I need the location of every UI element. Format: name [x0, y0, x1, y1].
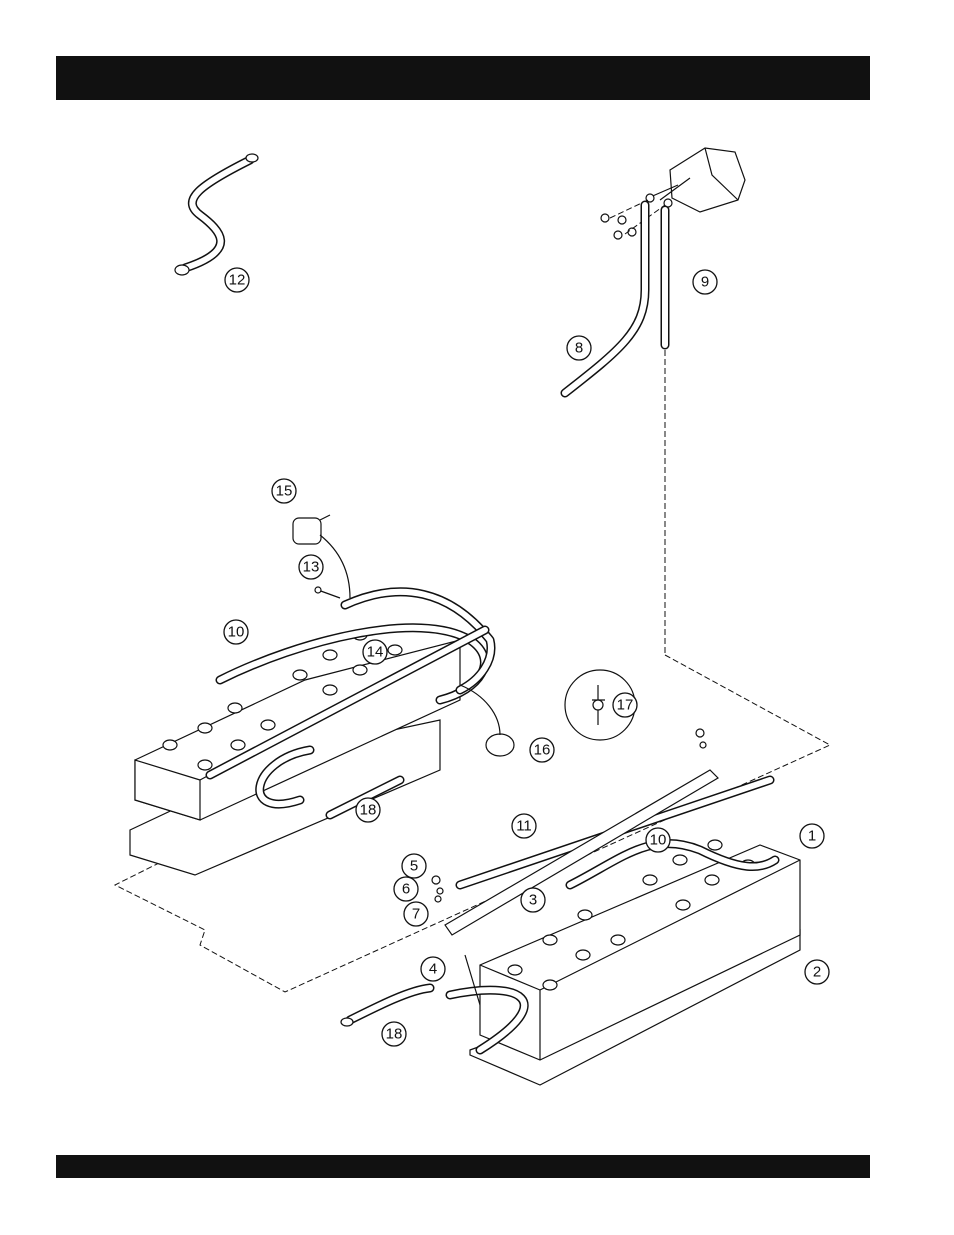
svg-text:10: 10 [228, 624, 245, 641]
svg-text:8: 8 [575, 340, 583, 357]
bolt-part-13 [315, 587, 340, 598]
svg-text:14: 14 [367, 644, 384, 661]
callout-4: 4 [421, 957, 445, 981]
cable-part-18-right [341, 988, 430, 1026]
callout-13: 13 [299, 555, 323, 579]
footer-bar [56, 1155, 870, 1178]
right-battery-assembly [445, 770, 800, 1085]
left-battery-assembly [130, 592, 491, 875]
callout-6: 6 [394, 877, 418, 901]
svg-text:11: 11 [516, 818, 532, 835]
svg-text:7: 7 [412, 906, 420, 923]
svg-text:2: 2 [813, 964, 821, 981]
callout-15: 15 [272, 479, 296, 503]
callout-3: 3 [521, 888, 545, 912]
svg-text:3: 3 [529, 892, 537, 909]
svg-text:13: 13 [303, 559, 320, 576]
callout-10: 10 [646, 828, 670, 852]
svg-text:17: 17 [617, 697, 634, 714]
callout-11: 11 [512, 814, 536, 838]
svg-text:6: 6 [402, 881, 410, 898]
svg-text:5: 5 [410, 858, 418, 875]
callout-2: 2 [805, 960, 829, 984]
callout-12: 12 [225, 268, 249, 292]
callout-18: 18 [382, 1022, 406, 1046]
callout-7: 7 [404, 902, 428, 926]
callout-1: 1 [800, 824, 824, 848]
callout-17: 17 [613, 693, 637, 717]
svg-text:9: 9 [701, 274, 709, 291]
svg-text:12: 12 [229, 272, 246, 289]
terminal-cover-part-16 [460, 685, 514, 756]
callout-16: 16 [530, 738, 554, 762]
callout-10: 10 [224, 620, 248, 644]
switch-box-assembly [601, 148, 745, 239]
cable-part-12 [175, 154, 258, 275]
svg-text:18: 18 [386, 1026, 403, 1043]
callout-14: 14 [363, 640, 387, 664]
svg-text:16: 16 [534, 742, 551, 759]
svg-text:18: 18 [360, 802, 377, 819]
svg-text:15: 15 [276, 483, 293, 500]
callout-8: 8 [567, 336, 591, 360]
callout-5: 5 [402, 854, 426, 878]
svg-text:4: 4 [429, 961, 437, 978]
svg-text:10: 10 [650, 832, 667, 849]
callout-18: 18 [356, 798, 380, 822]
terminal-cover-part-15 [293, 515, 350, 598]
callout-9: 9 [693, 270, 717, 294]
svg-text:1: 1 [808, 828, 816, 845]
